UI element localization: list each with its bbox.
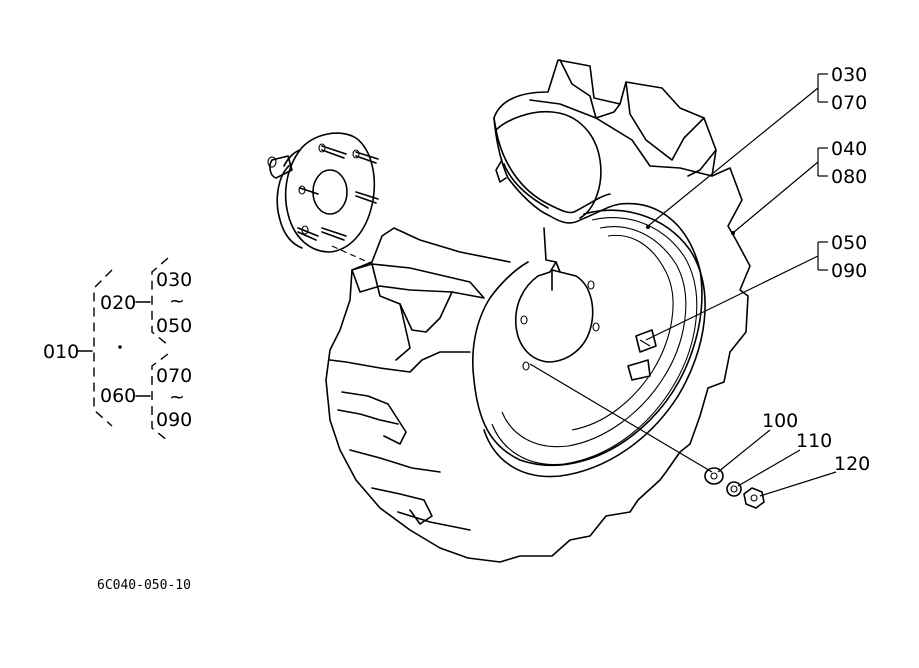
lock-washer-110 [726,481,742,497]
callout-050: 050 [831,232,867,254]
callout-labels: 030 070 040 080 050 090 100 110 120 [762,64,870,475]
tractor-tyre [325,59,751,563]
callout-040: 040 [831,138,867,160]
callout-120: 120 [834,453,870,475]
rim-bolt-hole [587,280,595,290]
tree-group-b-code: 060 [100,385,136,407]
valve-stem [635,329,657,353]
leader-lines [645,73,837,497]
tree-group-a-code: 020 [100,292,136,314]
tree-group-b-from: 070 [156,365,192,387]
rim-bolt-hole [592,322,600,332]
callout-030: 030 [831,64,867,86]
callout-070: 070 [831,92,867,114]
tree-bracket-a [151,257,169,346]
tree-group-b-tilde: ~ [169,386,185,408]
rim-bolt-hole [520,315,528,325]
tree-group-a-to: 050 [156,315,192,337]
tree-bracket-b [151,353,169,442]
callout-100: 100 [762,410,798,432]
hub-center-hole [312,169,348,215]
tree-root-label: 010 [43,341,79,363]
rim-bolt-hole [522,361,530,371]
drawing-code: 6C040-050-10 [97,578,191,593]
fasteners [529,363,765,509]
tree-group-a-from: 030 [156,269,192,291]
hub-flange [267,132,379,265]
callout-110: 110 [796,430,832,452]
callout-090: 090 [831,260,867,282]
tree-group-b-to: 090 [156,409,192,431]
callout-080: 080 [831,166,867,188]
nut-120 [743,487,765,509]
tree-group-a-tilde: ~ [169,290,185,312]
assembly-tree: 010 020 030 ~ 050 060 070 ~ 090 [43,257,192,442]
washer-100 [704,467,724,485]
tree-center-dot [118,345,122,349]
